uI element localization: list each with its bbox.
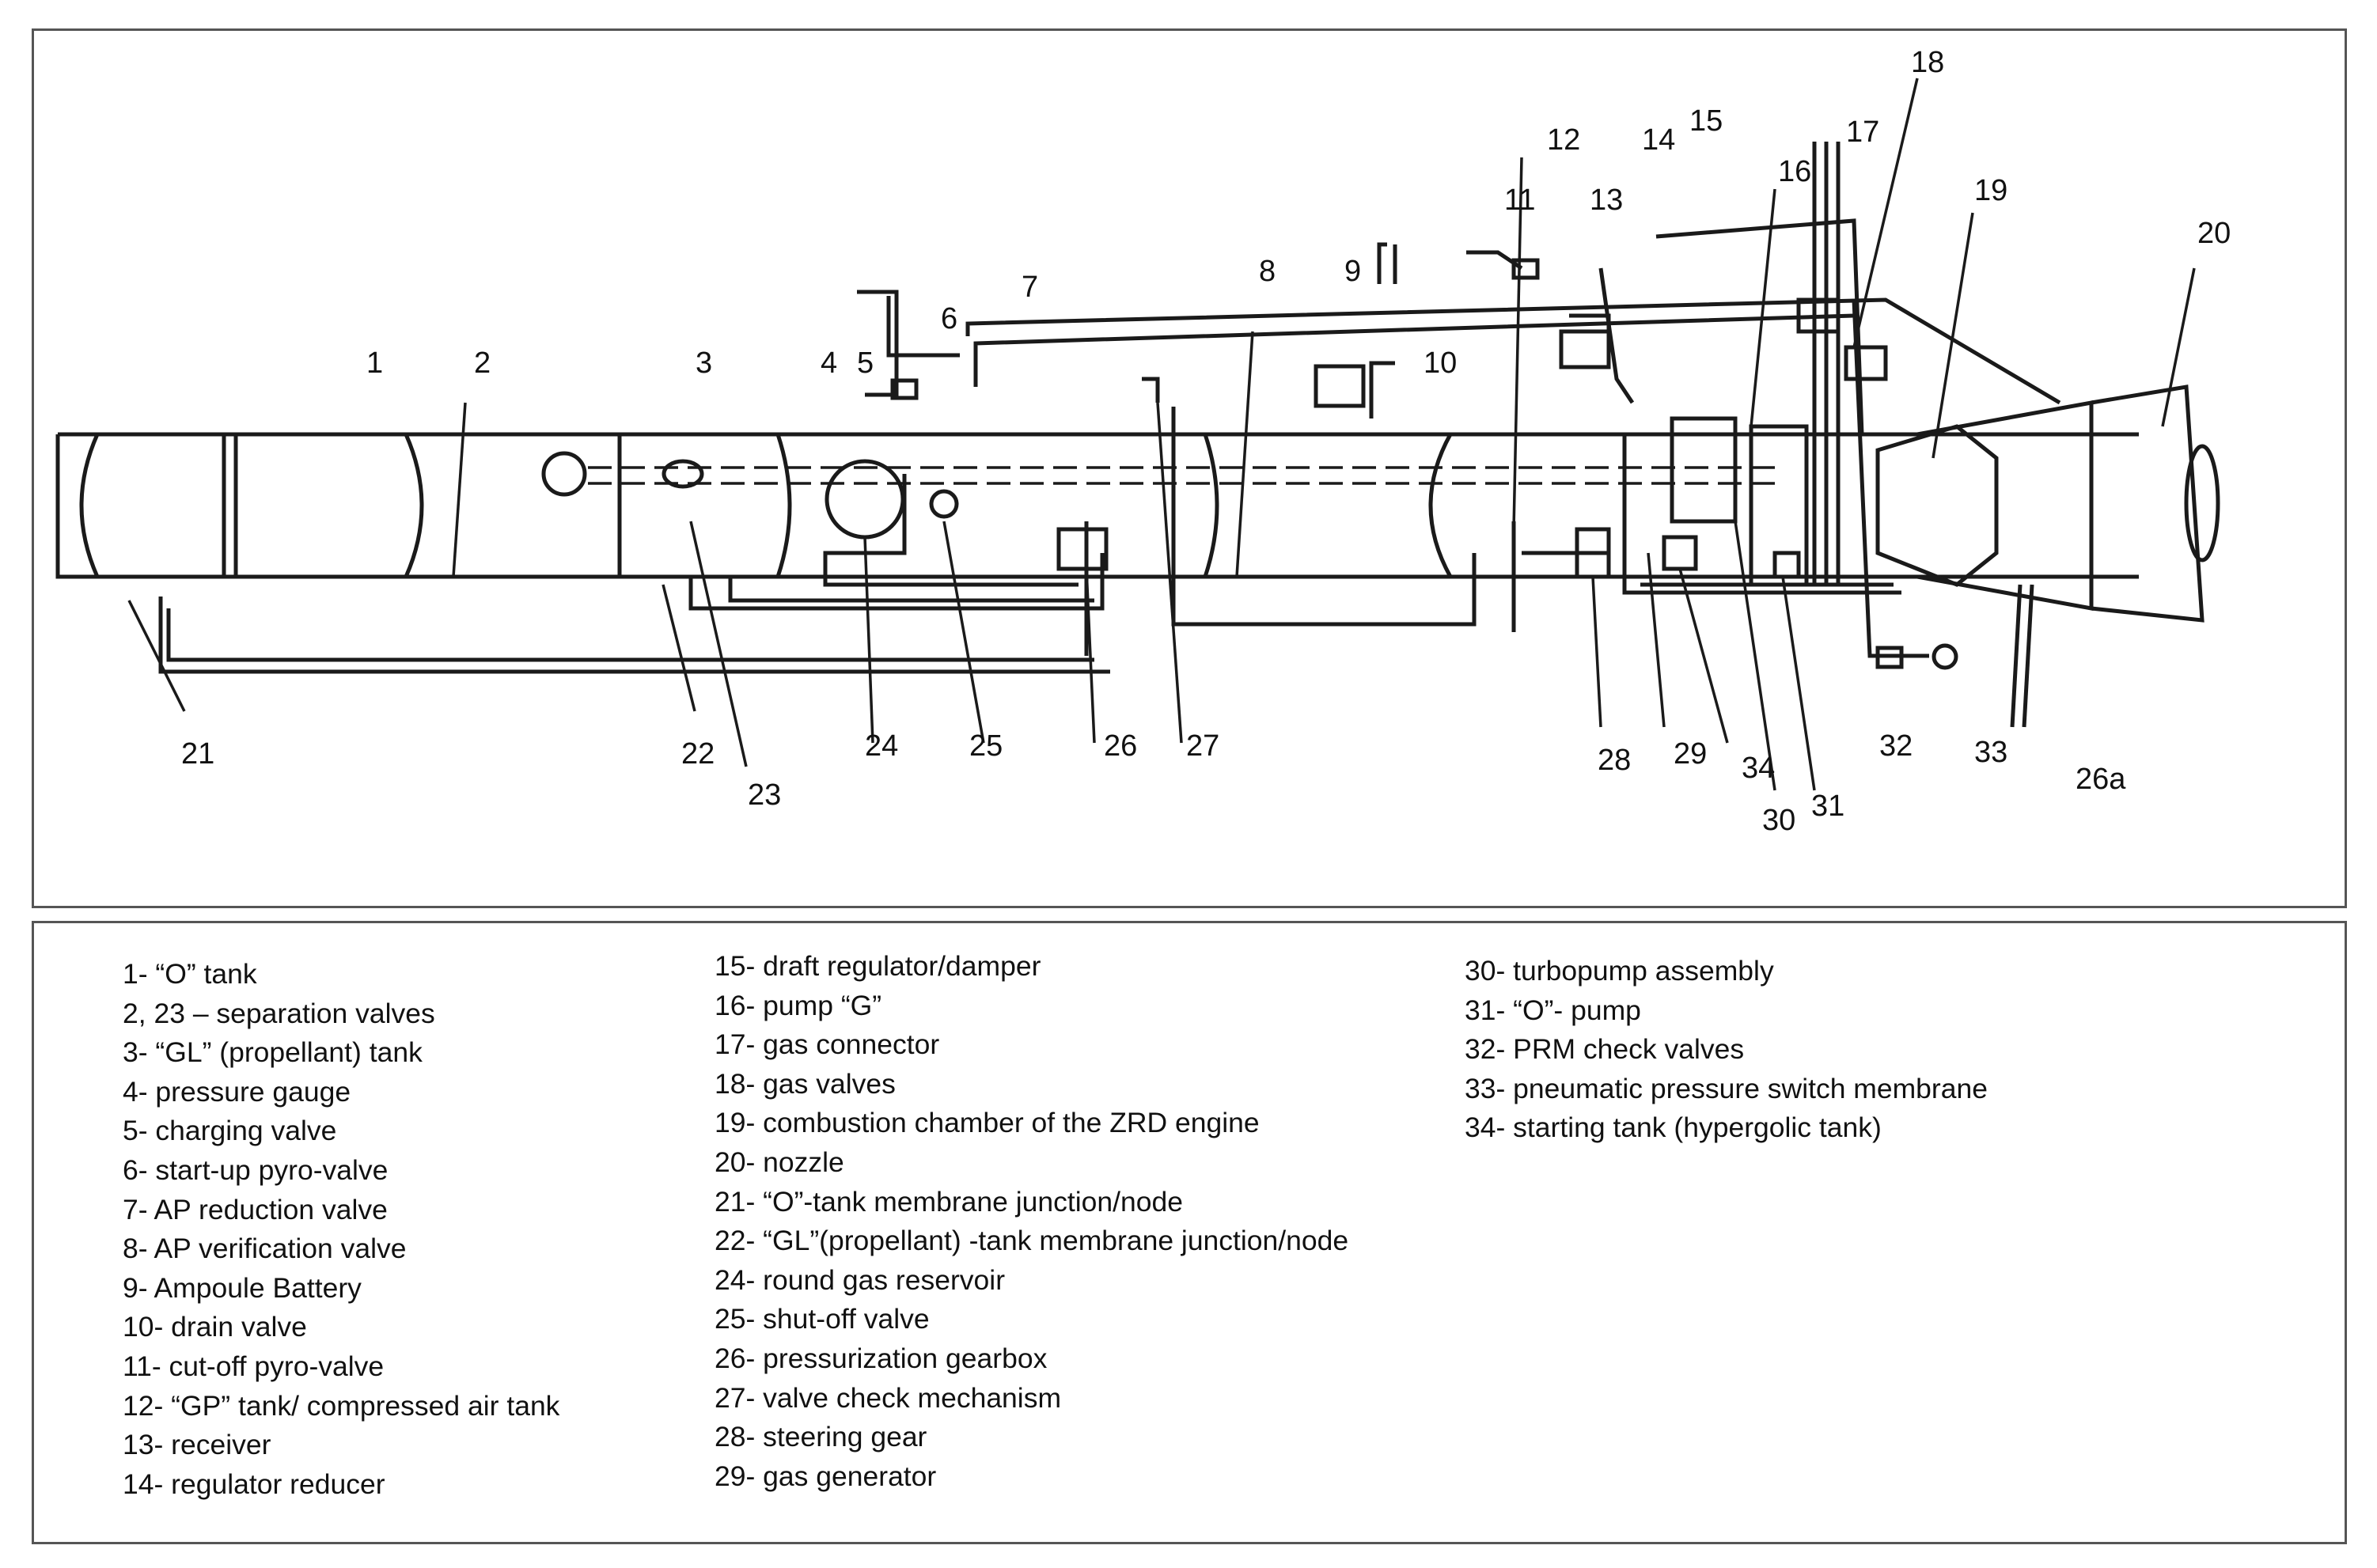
combustion-chamber-shape bbox=[1875, 424, 1999, 587]
legend-item: 6- start-up pyro-valve bbox=[123, 1153, 389, 1186]
pressurization-gearbox-shape bbox=[1056, 527, 1109, 571]
label-34: 34 bbox=[1742, 752, 1775, 785]
legend-item: 5- charging valve bbox=[123, 1115, 337, 1147]
legend-item: 30- turbopump assembly bbox=[1465, 955, 1774, 987]
pump-g-shape bbox=[1670, 416, 1738, 524]
turbopump-shape bbox=[1749, 424, 1809, 587]
label-23: 23 bbox=[748, 778, 781, 812]
start-pyro-valve-shape bbox=[890, 378, 919, 400]
legend-item: 12- “GP” tank/ compressed air tank bbox=[123, 1389, 560, 1422]
label-25: 25 bbox=[969, 729, 1003, 763]
label-26a: 26a bbox=[2076, 763, 2126, 796]
check-valves-shape bbox=[1875, 646, 1904, 669]
label-32: 32 bbox=[1879, 729, 1913, 763]
label-4: 4 bbox=[821, 347, 837, 380]
legend-item: 22- “GL”(propellant) -tank membrane junc… bbox=[715, 1225, 1349, 1257]
legend-item: 26- pressurization gearbox bbox=[715, 1342, 1048, 1374]
cut-off-valve-shape bbox=[1511, 258, 1540, 280]
label-29: 29 bbox=[1674, 737, 1707, 771]
legend-item: 32- PRM check valves bbox=[1465, 1033, 1745, 1066]
legend-item: 25- shut-off valve bbox=[715, 1303, 930, 1335]
label-13: 13 bbox=[1590, 184, 1623, 217]
label-12: 12 bbox=[1547, 123, 1580, 157]
label-10: 10 bbox=[1424, 347, 1457, 380]
legend-item: 15- draft regulator/damper bbox=[715, 950, 1041, 982]
receiver-shape bbox=[1559, 329, 1611, 369]
engine-schematic: 1 2 3 4 5 6 7 8 9 10 11 12 13 14 15 16 1… bbox=[55, 46, 2231, 837]
label-8: 8 bbox=[1259, 255, 1276, 288]
label-19: 19 bbox=[1974, 174, 2007, 207]
label-22: 22 bbox=[681, 737, 715, 771]
legend-item: 29- gas generator bbox=[715, 1460, 937, 1492]
label-14: 14 bbox=[1642, 123, 1675, 157]
separation-valve-shape bbox=[541, 451, 587, 497]
legend-item: 1- “O” tank bbox=[123, 958, 257, 990]
missile-body-outline bbox=[55, 384, 2220, 623]
propellant-tank-valve-shape bbox=[662, 459, 704, 489]
label-9: 9 bbox=[1344, 255, 1361, 288]
legend-item: 31- “O”- pump bbox=[1465, 994, 1641, 1026]
label-6: 6 bbox=[941, 302, 957, 335]
legend-item: 10- drain valve bbox=[123, 1311, 307, 1343]
label-28: 28 bbox=[1598, 744, 1631, 777]
legend-item: 7- AP reduction valve bbox=[123, 1193, 388, 1225]
legend-item: 2, 23 – separation valves bbox=[123, 997, 435, 1029]
legend-item: 24- round gas reservoir bbox=[715, 1263, 1006, 1296]
gas-connector-shape bbox=[1796, 297, 1841, 334]
legend-item: 21- “O”-tank membrane junction/node bbox=[715, 1185, 1183, 1218]
label-2: 2 bbox=[474, 347, 491, 380]
label-18: 18 bbox=[1911, 46, 1944, 79]
components bbox=[541, 258, 1999, 670]
legend-item: 14- regulator reducer bbox=[123, 1468, 385, 1500]
legend-item: 17- gas connector bbox=[715, 1028, 940, 1061]
label-30: 30 bbox=[1762, 804, 1795, 837]
legend-item: 28- steering gear bbox=[715, 1421, 927, 1453]
label-24: 24 bbox=[865, 729, 898, 763]
piping-network bbox=[158, 142, 2061, 728]
label-20: 20 bbox=[2197, 217, 2231, 250]
label-15: 15 bbox=[1689, 104, 1723, 138]
legend-item: 33- pneumatic pressure switch membrane bbox=[1465, 1072, 1988, 1104]
label-27: 27 bbox=[1186, 729, 1219, 763]
label-3: 3 bbox=[696, 347, 712, 380]
legend-item: 3- “GL” (propellant) tank bbox=[123, 1036, 423, 1069]
label-17: 17 bbox=[1846, 116, 1879, 149]
shut-off-valve-shape bbox=[929, 489, 959, 519]
legend-item: 13- receiver bbox=[123, 1429, 271, 1461]
switch-membrane-shape bbox=[1932, 643, 1958, 670]
legend-item: 9- Ampoule Battery bbox=[123, 1271, 362, 1304]
legend-item: 8- AP verification valve bbox=[123, 1233, 407, 1265]
legend-item: 19- combustion chamber of the ZRD engine bbox=[715, 1107, 1260, 1139]
label-11: 11 bbox=[1504, 184, 1535, 217]
label-31: 31 bbox=[1811, 790, 1844, 823]
label-16: 16 bbox=[1778, 155, 1811, 188]
callout-labels: 1 2 3 4 5 6 7 8 9 10 11 12 13 14 15 16 1… bbox=[181, 46, 2231, 837]
label-5: 5 bbox=[857, 347, 874, 380]
label-26: 26 bbox=[1104, 729, 1137, 763]
label-33: 33 bbox=[1974, 736, 2007, 769]
legend-column-3: 30- turbopump assembly 31- “O”- pump 32-… bbox=[1465, 952, 1988, 1148]
starting-tank-shape bbox=[1772, 551, 1801, 579]
legend-column-2: 15- draft regulator/damper 16- pump “G” … bbox=[715, 947, 1348, 1496]
gas-generator-shape bbox=[1662, 535, 1698, 571]
legend-item: 20- nozzle bbox=[715, 1146, 844, 1178]
legend-panel: 1- “O” tank 2, 23 – separation valves 3-… bbox=[32, 921, 2347, 1544]
diagram-panel: 1 2 3 4 5 6 7 8 9 10 11 12 13 14 15 16 1… bbox=[32, 28, 2347, 908]
legend-item: 4- pressure gauge bbox=[123, 1075, 351, 1108]
gas-valves-shape bbox=[1844, 345, 1888, 381]
legend-item: 18- gas valves bbox=[715, 1067, 896, 1100]
round-gas-reservoir-shape bbox=[825, 459, 905, 540]
legend-column-1: 1- “O” tank 2, 23 – separation valves 3-… bbox=[123, 955, 559, 1504]
ampoule-battery-shape bbox=[1314, 364, 1366, 408]
label-21: 21 bbox=[181, 737, 214, 771]
label-1: 1 bbox=[366, 347, 383, 380]
leader-lines bbox=[127, 78, 2196, 791]
legend-item: 16- pump “G” bbox=[715, 989, 882, 1021]
legend-item: 27- valve check mechanism bbox=[715, 1381, 1062, 1414]
legend-item: 11- cut-off pyro-valve bbox=[123, 1350, 385, 1382]
label-7: 7 bbox=[1022, 271, 1038, 304]
legend-item: 34- starting tank (hypergolic tank) bbox=[1465, 1112, 1882, 1144]
